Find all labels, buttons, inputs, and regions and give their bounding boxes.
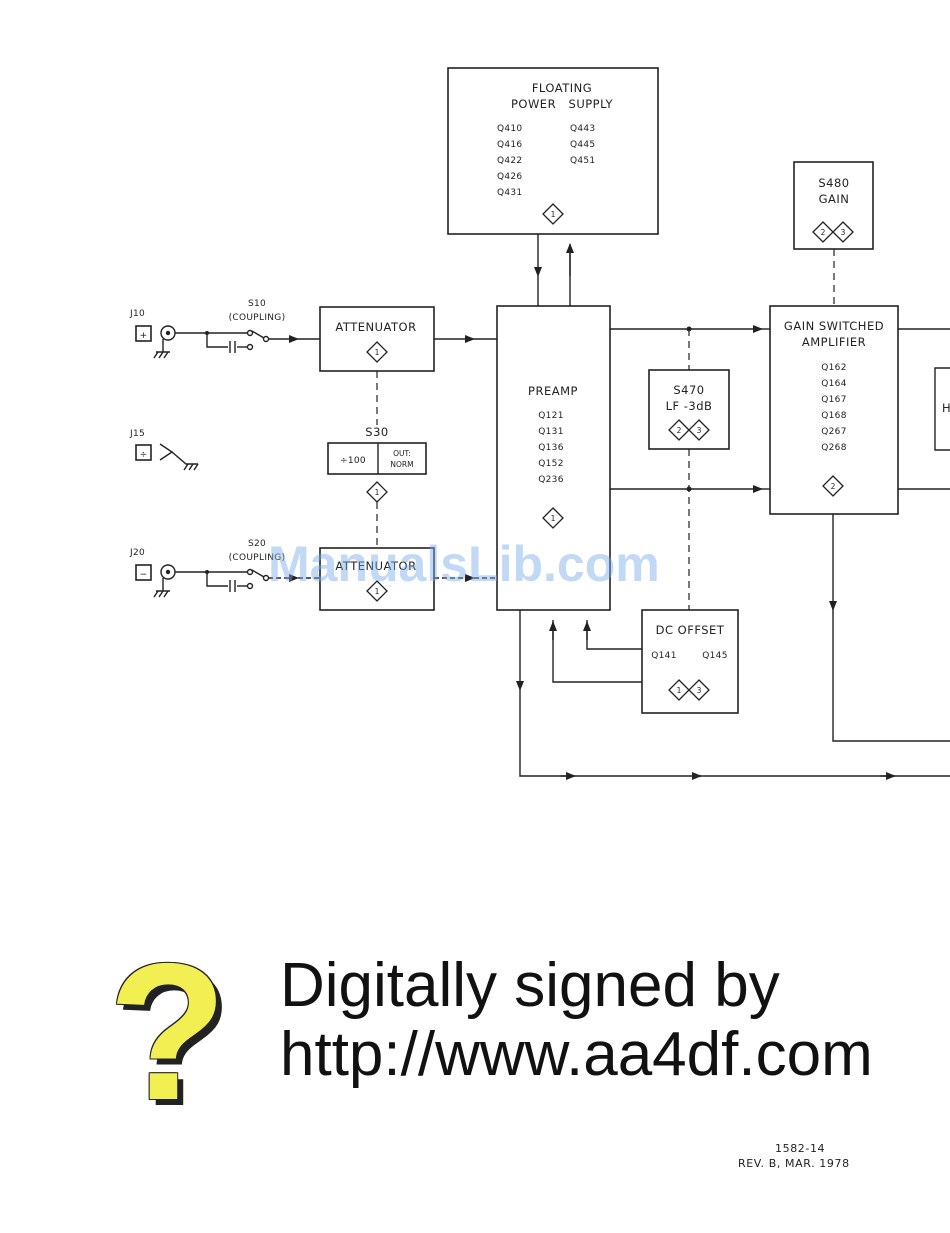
s480-badges: 2 3 [812,221,854,243]
attenuator-top-title: ATTENUATOR [335,320,416,334]
preamp-badge: 1 [551,514,556,523]
s10-line2: (COUPLING) [229,313,286,323]
fps-part: Q426 [497,172,522,182]
signature-line-1: Digitally signed by [280,951,780,1020]
s30-switch: S30 ÷100 OUT: NORM 1 [327,425,427,503]
preamp-block: PREAMP Q121 Q131 Q136 Q152 Q236 1 [496,305,611,611]
j20-sign: − [140,570,148,580]
fps-title-2: POWER SUPPLY [511,97,614,111]
dc-offset-badge: 1 [677,686,682,695]
fps-part: Q431 [497,188,522,198]
fps-part: Q410 [497,124,522,134]
j20-connector: J20 − [129,548,176,598]
j10-sign: + [140,331,148,341]
gsa-part: Q167 [821,395,846,405]
s10-switch: S10 (COUPLING) [175,299,320,353]
attenuator-top-block: ATTENUATOR 1 [319,306,435,372]
fps-badge: 1 [542,203,564,225]
preamp-part: Q131 [538,427,563,437]
fps-part: Q416 [497,140,522,150]
s470-line1: S470 [673,383,704,397]
gsa-title-1: GAIN SWITCHED [784,319,884,333]
svg-text:1: 1 [551,210,556,219]
footer-revision: REV. B, MAR. 1978 [738,1157,850,1170]
s470-badge: 3 [697,426,702,435]
footer-doc-number: 1582-14 [775,1142,826,1155]
dc-offset-block: DC OFFSET Q141 Q145 1 3 [641,609,739,714]
j10-label: J10 [129,309,145,319]
attenuator-bottom-badge: 1 [375,587,380,596]
s10-line1: S10 [248,299,266,309]
preamp-part: Q136 [538,443,563,453]
fps-part: Q445 [570,140,595,150]
j15-label: J15 [129,429,145,439]
attenuator-bottom-block: ATTENUATOR 1 [319,547,435,611]
j20-label: J20 [129,548,145,558]
s20-line2: (COUPLING) [229,553,286,563]
attenuator-top-badge: 1 [375,348,380,357]
dc-offset-part: Q141 [651,651,676,661]
fps-part: Q443 [570,124,595,134]
fps-part: Q451 [570,156,595,166]
preamp-title: PREAMP [528,384,578,398]
preamp-part: Q152 [538,459,563,469]
gsa-badge: 2 [831,482,836,491]
gsa-title-2: AMPLIFIER [802,335,866,349]
partial-right-block: H [934,367,950,451]
s30-label: S30 [365,425,388,439]
gsa-part: Q267 [821,427,846,437]
gsa-part: Q168 [821,411,846,421]
gain-switched-amplifier-block: GAIN SWITCHED AMPLIFIER Q162 Q164 Q167 Q… [769,305,899,515]
fps-title-1: FLOATING [532,81,592,95]
dc-offset-badge: 3 [697,686,702,695]
s30-right-bottom: NORM [390,460,413,469]
svg-text:3: 3 [841,228,846,237]
svg-text:2: 2 [821,228,826,237]
s20-switch: S20 (COUPLING) [175,539,320,592]
control-links [376,249,835,610]
s30-right-top: OUT: [393,449,411,458]
s20-line1: S20 [248,539,266,549]
fps-part: Q422 [497,156,522,166]
attenuator-bottom-title: ATTENUATOR [335,559,416,573]
s480-line1: S480 [818,176,849,190]
dc-offset-title: DC OFFSET [656,623,725,637]
signature-line-2: http://www.aa4df.com [280,1020,873,1089]
j15-connector: J15 ÷ [129,429,199,471]
s470-block: S470 LF -3dB 2 3 [648,369,730,450]
j15-sign: ÷ [140,450,148,460]
j10-connector: J10 + [129,309,176,359]
s470-line2: LF -3dB [666,399,713,413]
s480-line2: GAIN [819,192,850,206]
gsa-part: Q162 [821,363,846,373]
s470-badge: 2 [677,426,682,435]
preamp-part: Q236 [538,475,563,485]
s480-gain-block: S480 GAIN 2 3 [793,161,874,250]
s30-badge: 1 [375,488,380,497]
watermark: ManualsLib.com [268,536,660,592]
signal-wires [434,234,950,780]
question-mark-icon: ? [108,923,228,1141]
preamp-part: Q121 [538,411,563,421]
gsa-part: Q164 [821,379,846,389]
dc-offset-part: Q145 [702,651,727,661]
s30-left: ÷100 [340,456,366,466]
gsa-part: Q268 [821,443,846,453]
floating-power-supply-block: FLOATING POWER SUPPLY Q410 Q416 Q422 Q42… [447,67,659,235]
partial-right-text: H [942,401,950,415]
